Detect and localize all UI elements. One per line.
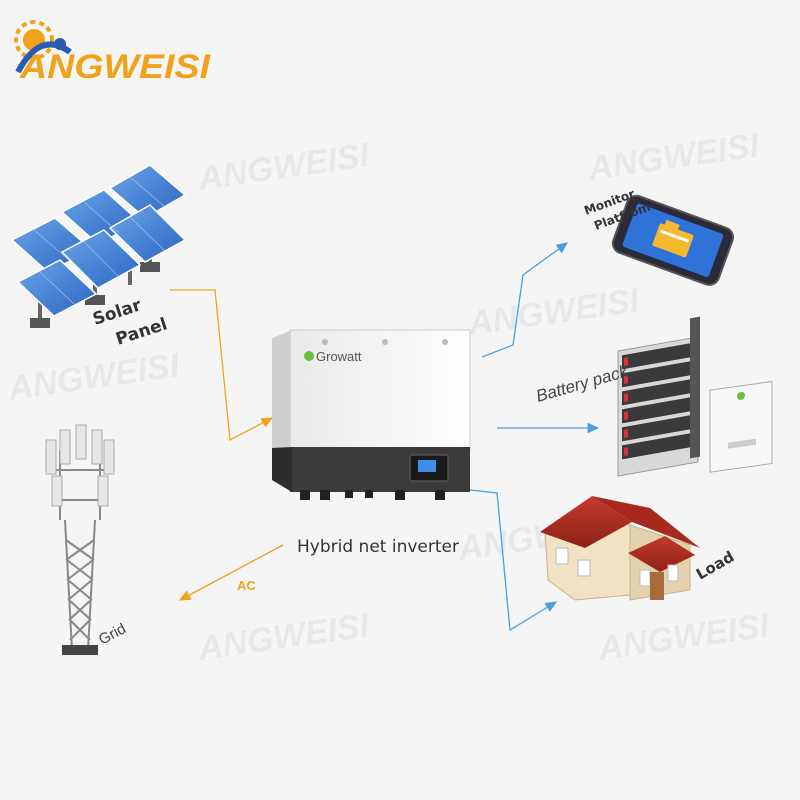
- inverter-brand-text: Growatt: [316, 349, 362, 364]
- inverter-to-load-line: [469, 489, 558, 632]
- connectors: AC: [170, 242, 600, 632]
- battery-label: Battery pack: [534, 361, 632, 406]
- watermark-text: ANGWEISI: [595, 606, 773, 668]
- house-icon: Load: [540, 496, 737, 601]
- grid-label: Grid: [96, 620, 129, 648]
- inverter-to-grid-line: [178, 544, 284, 601]
- battery-rack-icon: Battery pack: [534, 316, 773, 477]
- sun-icon: [14, 20, 72, 74]
- inverter-label: Hybrid net inverter: [297, 537, 459, 557]
- watermark-text: ANGWEISI: [465, 281, 643, 343]
- watermark-text: ANGWEISI: [585, 126, 763, 188]
- watermark-text: ANGWEISI: [5, 346, 183, 408]
- watermark-text: ANGWEISI: [195, 136, 373, 198]
- solar-to-inverter-line: [170, 289, 274, 442]
- load-label: Load: [693, 548, 737, 584]
- inverter-icon: Growatt Hybrid net inverter: [272, 329, 471, 557]
- solar-panel-icon: Solar Panel: [10, 164, 187, 350]
- watermark-text: ANGWEISI: [195, 606, 373, 668]
- inverter-to-monitor-line: [481, 242, 569, 358]
- transmission-tower-icon: Grid: [45, 424, 129, 655]
- brand-logo: ANGWEISI: [14, 20, 212, 86]
- ac-label: AC: [237, 578, 256, 593]
- logo-text: ANGWEISI: [19, 48, 212, 86]
- smartphone-icon: Monitor Platfrom: [582, 187, 735, 286]
